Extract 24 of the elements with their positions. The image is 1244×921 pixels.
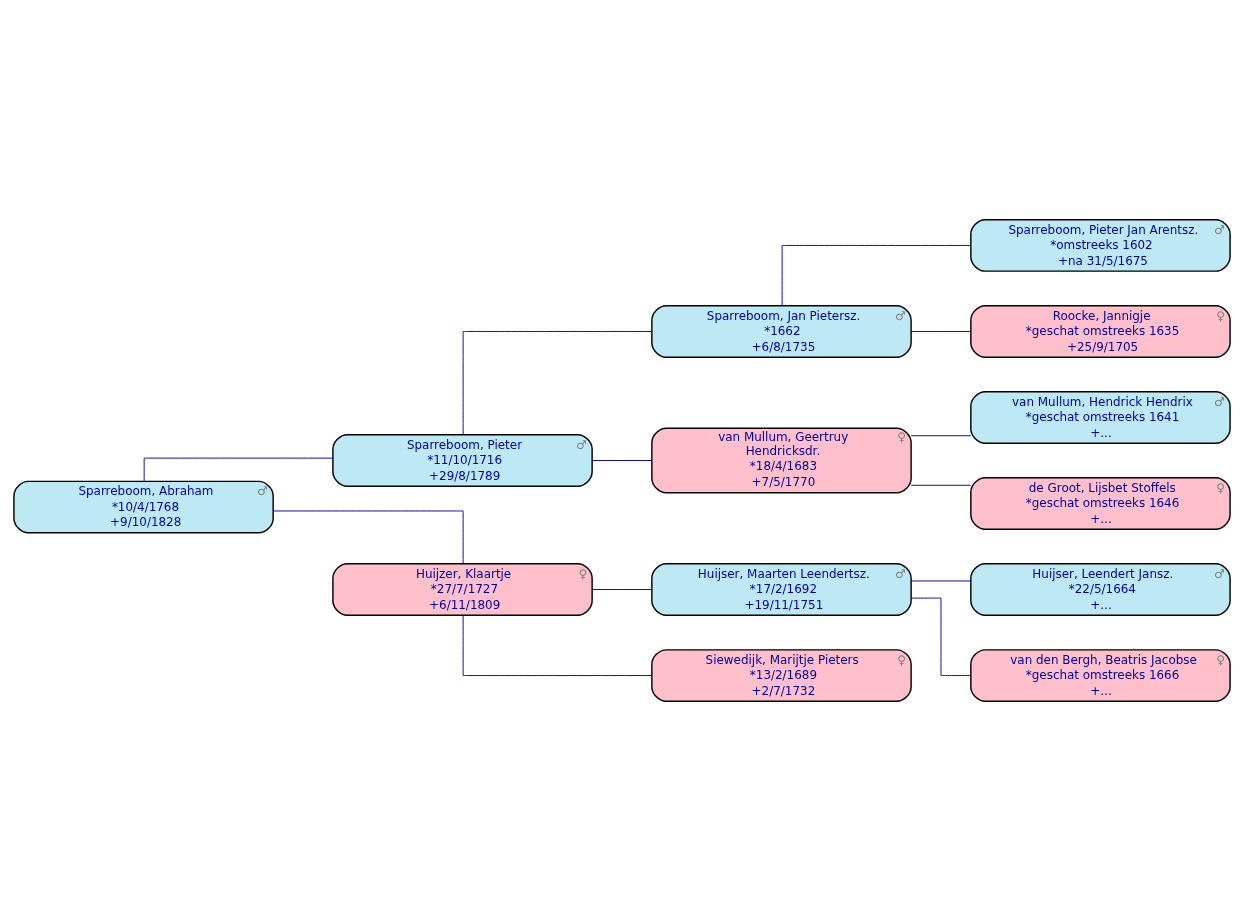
connector [910, 435, 972, 437]
node-box: van den Bergh, Beatris Jacobse ♀ *geschat omstreeks 1666 +... [970, 649, 1231, 702]
connector [910, 597, 972, 676]
node-box: Sparreboom, Pieter ♂ *11/10/1716 +29/8/1789 [332, 434, 593, 487]
node-box: Huijser, Leendert Jansz. ♂ *22/5/1664 +... [970, 563, 1231, 616]
node-box: Sparreboom, Pieter Jan Arentsz. ♂ *omstreeks 1602 +na 31/5/1675 [970, 219, 1231, 272]
connector [143, 457, 334, 482]
connector [910, 580, 972, 582]
node-box: Huijzer, Klaartje ♀ *27/7/1727 +6/11/1809 [332, 563, 593, 616]
connector [591, 460, 653, 461]
connector [910, 484, 972, 486]
node-box: Huijser, Maarten Leendertsz. ♂ *17/2/1692 +19/11/1751 [651, 563, 912, 616]
node-box: Siewedijk, Marijtje Pieters ♀ *13/2/1689 +2/7/1732 [651, 649, 912, 702]
connector [462, 614, 652, 676]
node-box: Sparreboom, Jan Pietersz. ♂ *1662 +6/8/1735 [651, 305, 912, 358]
connector [462, 331, 652, 436]
connector [781, 245, 971, 307]
node-box: de Groot, Lijsbet Stoffels ♀ *geschat omstreeks 1646 +... [970, 477, 1231, 530]
connector [591, 589, 653, 590]
node-box: Roocke, Jannigje ♀ *geschat omstreeks 1635 +25/9/1705 [970, 305, 1231, 358]
node-box: van Mullum, Hendrick Hendrix ♂ *geschat omstreeks 1641 +... [970, 391, 1231, 444]
node-box: van Mullum, Geertruy Hendricksdr. ♀ *18/4/1683 +7/5/1770 [651, 427, 912, 494]
node-box: Sparreboom, Abraham ♂ *10/4/1768 +9/10/1828 [13, 480, 274, 534]
connector [910, 331, 972, 332]
